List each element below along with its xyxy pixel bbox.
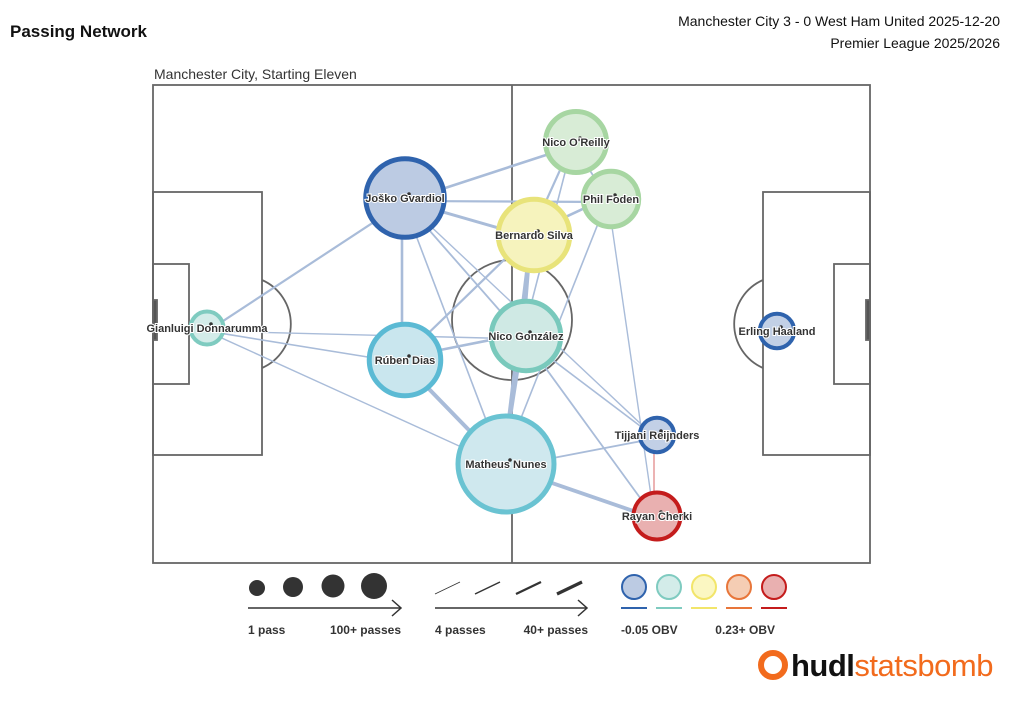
pass-edge-19 — [543, 365, 642, 500]
pass-edge-9 — [415, 235, 487, 421]
player-circle[interactable] — [757, 311, 797, 351]
pass-edge-13 — [524, 270, 530, 302]
player-position-dot — [209, 322, 213, 326]
player-circle[interactable] — [580, 168, 642, 230]
legend-size-4 — [361, 573, 387, 599]
pass-edge-1 — [222, 332, 370, 359]
legend-obv-swatch-1 — [656, 574, 682, 600]
pass-edge-0 — [221, 221, 375, 323]
player-label: Bernardo Silva — [495, 230, 574, 242]
left-goal — [152, 299, 158, 341]
player-position-dot — [659, 510, 663, 514]
pass-edge-4 — [442, 153, 549, 190]
player-circle[interactable] — [631, 490, 683, 542]
legend-size-1 — [249, 580, 265, 596]
player-circle[interactable] — [188, 309, 226, 347]
player-circle[interactable] — [455, 413, 557, 515]
player-label: Matheus Nunes — [465, 459, 546, 471]
player-label: Erling Haaland — [738, 326, 815, 338]
player-node[interactable]: Matheus Nunes — [455, 413, 557, 515]
hudl-statsbomb-logo: hudlstatsbomb — [758, 648, 993, 684]
legend-width-1 — [434, 581, 461, 595]
legend-color-max: 0.23+ OBV — [715, 623, 775, 637]
player-node[interactable]: Tijjani Reijnders — [614, 415, 700, 455]
legend: 1 pass 100+ passes 4 passes 40+ passes -… — [248, 573, 787, 637]
pass-edge-12 — [564, 206, 586, 219]
legend-obv-swatch-2 — [691, 574, 717, 600]
player-label: Nico O'Reilly — [542, 137, 610, 149]
legend-size-2 — [283, 577, 303, 597]
pass-edge-10 — [544, 168, 562, 202]
legend-width-3 — [515, 580, 542, 596]
player-circle[interactable] — [363, 156, 447, 240]
right-goal — [865, 299, 871, 341]
player-label: Phil Foden — [583, 194, 640, 206]
pass-edge-8 — [427, 228, 502, 313]
legend-width-2 — [474, 581, 501, 595]
player-position-dot — [407, 192, 411, 196]
player-node[interactable]: Nico O'Reilly — [541, 109, 612, 175]
player-node[interactable]: Rayan Cherki — [621, 490, 693, 542]
legend-size-max: 100+ passes — [330, 623, 401, 637]
legend-width-max: 40+ passes — [524, 623, 589, 637]
player-circle[interactable] — [488, 298, 564, 374]
team-subtitle: Manchester City, Starting Eleven — [154, 66, 357, 82]
legend-size-min: 1 pass — [248, 623, 286, 637]
player-node[interactable]: Nico González — [487, 298, 565, 374]
player-node[interactable]: Bernardo Silva — [494, 196, 575, 274]
right-six-yard-box — [833, 263, 871, 385]
player-node[interactable]: Erling Haaland — [737, 311, 817, 351]
pass-edge-16 — [439, 338, 492, 352]
legend-obv-swatch-3 — [726, 574, 752, 600]
legend-size-arrowhead — [391, 599, 403, 617]
legend-color-min: -0.05 OBV — [621, 623, 678, 637]
player-position-dot — [779, 325, 783, 329]
player-position-dot — [613, 193, 617, 197]
player-position-dot — [528, 330, 532, 334]
pass-edge-22 — [553, 440, 641, 459]
player-position-dot — [536, 229, 540, 233]
legend-width-arrowhead — [577, 599, 589, 617]
player-label: Nico González — [488, 331, 564, 343]
player-circle[interactable] — [543, 109, 609, 175]
pass-edge-6 — [441, 210, 500, 230]
player-label: Gianluigi Donnarumma — [146, 323, 268, 335]
figure-title: Passing Network — [10, 22, 147, 41]
player-label: Rayan Cherki — [622, 511, 692, 523]
legend-obv-swatch-0 — [621, 574, 647, 600]
player-position-dot — [578, 136, 582, 140]
legend-size-3 — [321, 574, 345, 598]
player-node[interactable]: Phil Foden — [580, 168, 642, 230]
pass-edge-3 — [223, 330, 492, 339]
right-penalty-arc — [733, 279, 764, 369]
player-label: Joško Gvardiol — [365, 193, 444, 205]
player-circle[interactable] — [366, 321, 444, 399]
pass-edge-5 — [444, 200, 584, 203]
pass-edge-18 — [551, 358, 642, 428]
pass-edge-2 — [220, 336, 462, 448]
player-position-dot — [508, 458, 512, 462]
competition-info: Premier League 2025/2026 — [830, 35, 1000, 51]
pass-edge-15 — [427, 256, 508, 334]
player-circle[interactable] — [637, 415, 677, 455]
player-circle[interactable] — [495, 196, 573, 274]
player-position-dot — [659, 429, 663, 433]
player-node[interactable]: Joško Gvardiol — [363, 156, 447, 240]
player-node[interactable]: Rúben Dias — [366, 321, 444, 399]
player-position-dot — [407, 354, 411, 358]
statsbomb-logo-icon — [758, 650, 788, 680]
player-node[interactable]: Gianluigi Donnarumma — [145, 309, 269, 347]
pass-edge-21 — [549, 480, 635, 513]
pass-edge-26 — [611, 226, 652, 494]
match-info: Manchester City 3 - 0 West Ham United 20… — [678, 13, 1000, 29]
player-label: Rúben Dias — [375, 355, 436, 367]
legend-width-min: 4 passes — [435, 623, 486, 637]
pass-edge-17 — [508, 369, 520, 417]
pass-edge-20 — [426, 386, 472, 434]
player-label: Tijjani Reijnders — [615, 430, 700, 442]
legend-obv-swatch-4 — [761, 574, 787, 600]
legend-width-4 — [556, 580, 583, 596]
